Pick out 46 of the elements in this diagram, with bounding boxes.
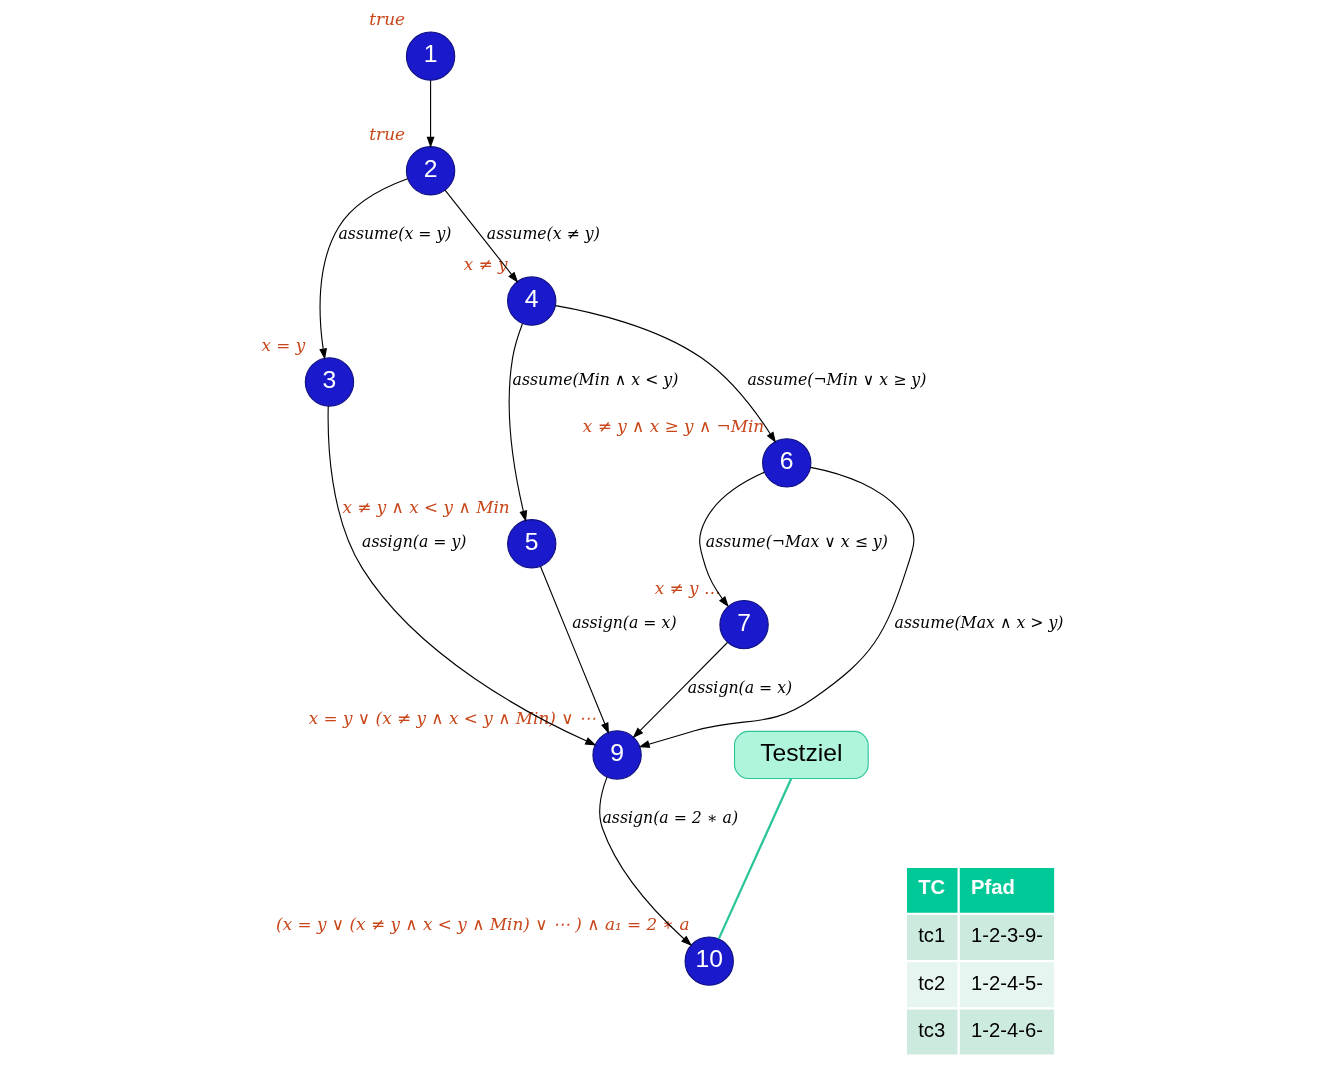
arrow (426, 79, 435, 149)
label: 1-2-4-5- (971, 971, 1043, 994)
arrow (638, 466, 915, 748)
node-circle: 7 (719, 599, 769, 650)
label: 1-2-4-6- (971, 1018, 1043, 1041)
node-label: x ≠ y ∧ x < y ∧ Min (342, 496, 510, 517)
node-circle: 1 (405, 31, 456, 81)
node-circle: 4 (507, 276, 557, 326)
node-label: x ≠ y … (654, 577, 721, 598)
label: 1-2-3-9- (971, 924, 1043, 947)
label: tc2 (918, 971, 946, 994)
edge-label: assign(a = x) (687, 677, 793, 697)
node-label: true (369, 123, 405, 144)
connector (717, 778, 793, 940)
arrow (327, 405, 597, 746)
label: Pfad (971, 876, 1015, 899)
node-circle: 6 (762, 438, 812, 488)
edge-label: assign(a = y) (362, 531, 467, 551)
arrow (599, 776, 693, 947)
arrow (444, 189, 519, 283)
node-box: Testziel (733, 730, 869, 780)
edge-label: assume(Min ∧ x < y) (512, 369, 679, 389)
arrow (539, 565, 609, 734)
arrow (319, 178, 409, 360)
node-circle: 5 (507, 519, 557, 569)
edge-label: assume(Max ∧ x > y) (894, 612, 1064, 632)
node-circle: 3 (304, 357, 355, 407)
arrow (632, 641, 728, 739)
edge-label: assign(a = 2 ∗ a) (602, 808, 739, 828)
edge-label: assume(x ≠ y) (486, 223, 600, 243)
node-label: x ≠ y ∧ x ≥ y ∧ ¬Min (582, 415, 765, 436)
node-circle: 10 (684, 936, 734, 986)
edge-label: assume(¬Max ∨ x ≤ y) (705, 531, 888, 551)
arrow (554, 305, 777, 444)
node-circle: 9 (592, 730, 642, 780)
node-circle: 2 (405, 146, 456, 196)
node-label: x = y (261, 335, 306, 356)
label: tc1 (918, 924, 946, 947)
label: tc3 (918, 1018, 946, 1041)
arrow (699, 471, 765, 608)
arrow (508, 323, 528, 522)
edge-label: assume(¬Min ∨ x ≥ y) (747, 369, 927, 389)
node-label: true (369, 9, 405, 30)
label: TC (918, 876, 946, 899)
edge-label: assume(x = y) (338, 223, 452, 243)
edge-label: assign(a = x) (572, 612, 677, 632)
